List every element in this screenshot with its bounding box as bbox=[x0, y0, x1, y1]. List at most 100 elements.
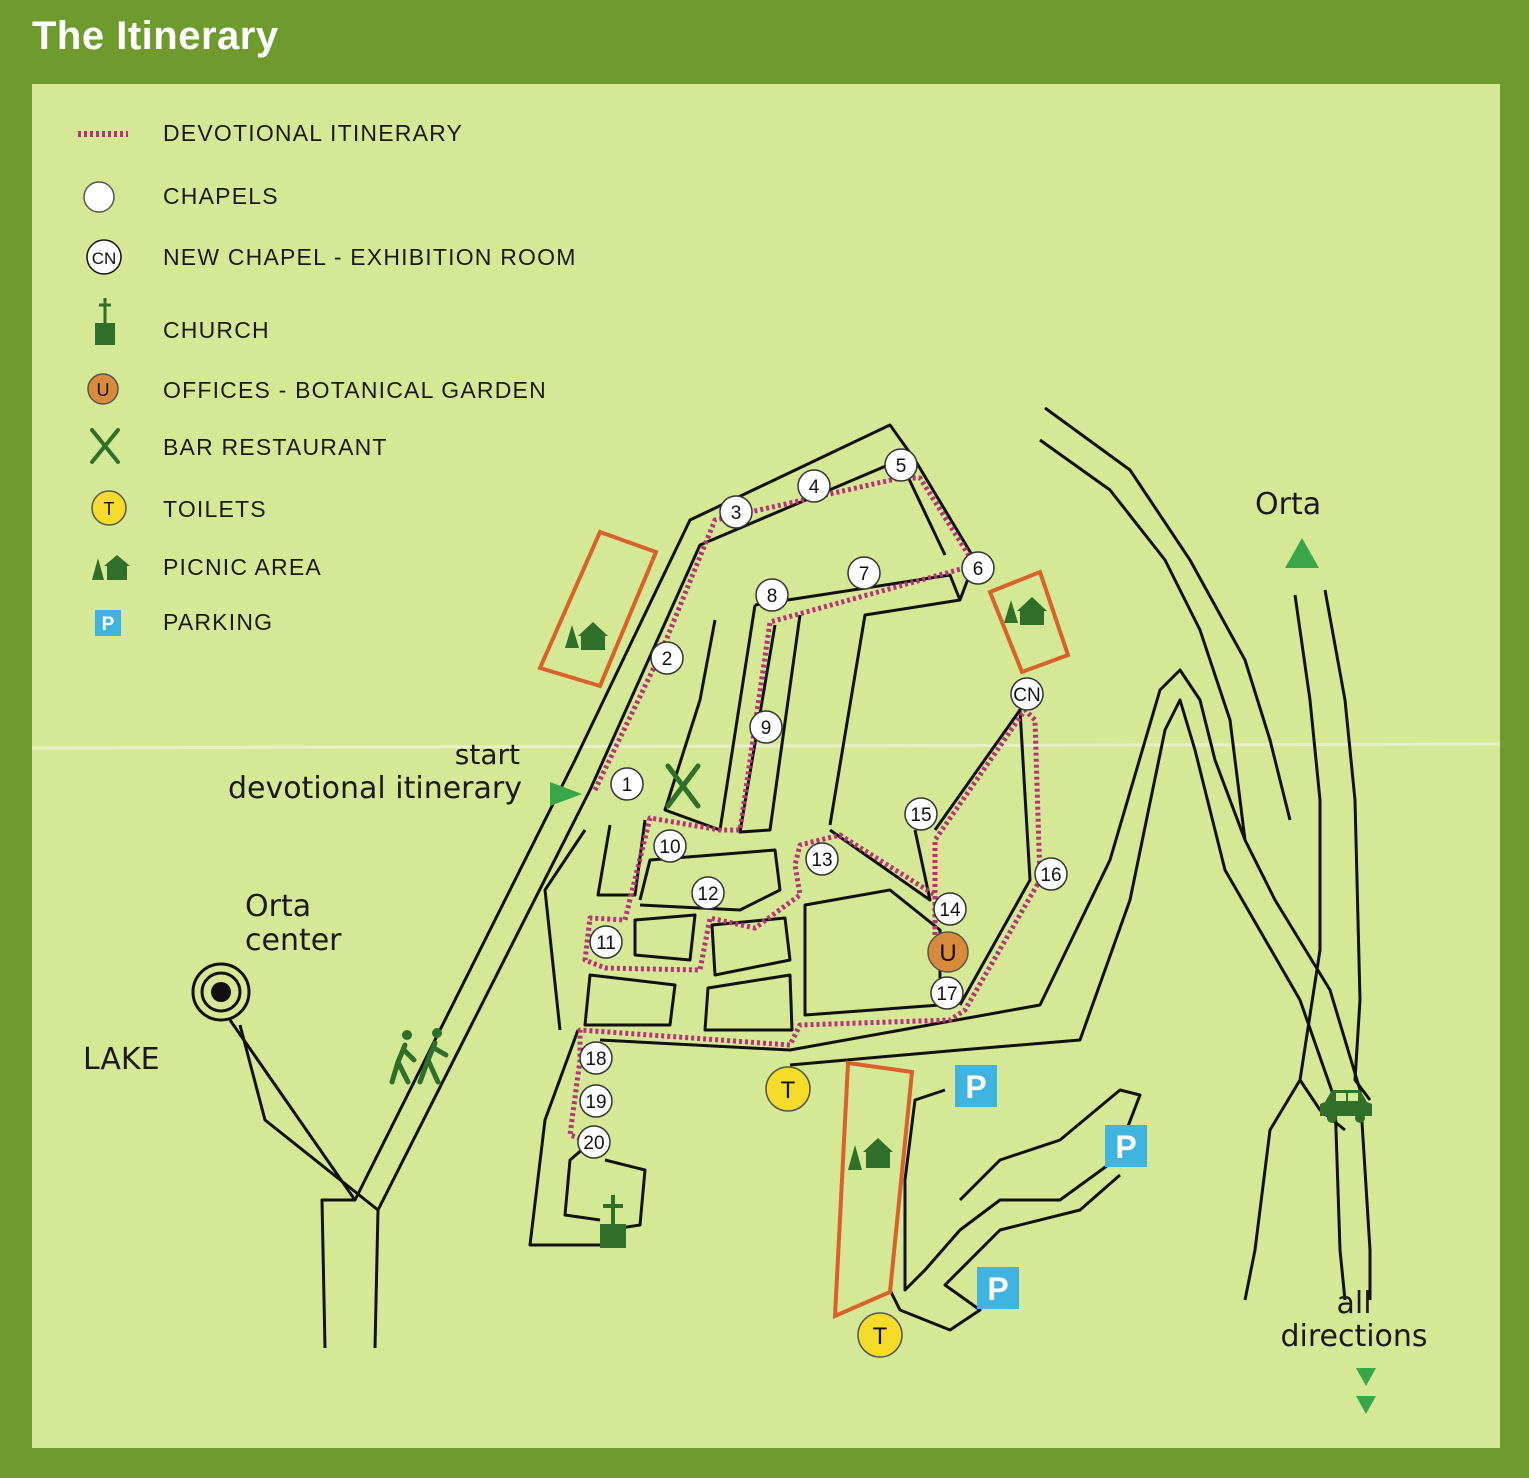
chapel-12[interactable]: 12 bbox=[691, 876, 725, 910]
picnic-area-west bbox=[537, 529, 659, 689]
all-directions-label-line1: all bbox=[1336, 1286, 1371, 1321]
svg-text:4: 4 bbox=[809, 477, 820, 498]
roads bbox=[228, 406, 1372, 1349]
offices-legend-code: U bbox=[97, 380, 110, 400]
chapel-3[interactable]: 3 bbox=[719, 495, 753, 529]
chapel-13[interactable]: 13 bbox=[805, 842, 839, 876]
legend-devotional-itinerary: DEVOTIONAL ITINERARY bbox=[163, 120, 463, 146]
all-directions-arrow-icon-1 bbox=[1356, 1368, 1376, 1386]
chapel-17[interactable]: 17 bbox=[930, 976, 964, 1010]
svg-text:P: P bbox=[987, 1271, 1008, 1307]
road-outer-west bbox=[320, 423, 977, 1349]
offices-legend-icon bbox=[87, 373, 119, 405]
hikers-icon bbox=[389, 1028, 449, 1085]
toilets-marker-north[interactable]: T bbox=[765, 1066, 811, 1112]
parking-legend-code: P bbox=[102, 614, 115, 635]
chapel-15[interactable]: 15 bbox=[904, 797, 938, 831]
road-all-a bbox=[1243, 1079, 1302, 1301]
svg-text:P: P bbox=[1115, 1129, 1136, 1165]
chapel-5[interactable]: 5 bbox=[884, 448, 918, 482]
block-12 bbox=[710, 916, 792, 977]
map-labels: start devotional itinerary Orta center L… bbox=[83, 487, 1428, 1354]
legend-offices: OFFICES - BOTANICAL GARDEN bbox=[163, 377, 547, 403]
lake-label: LAKE bbox=[83, 1042, 160, 1077]
church-marker[interactable] bbox=[600, 1195, 626, 1248]
svg-text:13: 13 bbox=[811, 850, 832, 871]
chapel-19[interactable]: 19 bbox=[579, 1084, 613, 1118]
picnic-area-east bbox=[987, 569, 1071, 675]
start-arrow-icon bbox=[550, 782, 582, 806]
chapel-16[interactable]: 16 bbox=[1034, 857, 1068, 891]
bar-restaurant-marker[interactable] bbox=[665, 763, 701, 809]
bar-restaurant-legend-icon bbox=[90, 428, 120, 464]
toilets-marker-south[interactable]: T bbox=[857, 1312, 903, 1358]
facilities: U T T P P P bbox=[191, 538, 1376, 1414]
road-church-c bbox=[604, 1158, 647, 1230]
road-block-b bbox=[663, 604, 757, 832]
lake-marker bbox=[191, 962, 251, 1022]
svg-text:10: 10 bbox=[659, 837, 680, 858]
svg-text:8: 8 bbox=[767, 586, 778, 607]
orta-center-label-line1: Orta bbox=[245, 889, 311, 924]
chapel-2[interactable]: 2 bbox=[650, 641, 684, 675]
svg-text:T: T bbox=[781, 1077, 796, 1104]
new-chapel-cn[interactable]: CN bbox=[1010, 677, 1044, 711]
road-north-a bbox=[1044, 406, 1292, 821]
start-label-line1: start bbox=[455, 738, 520, 771]
chapel-7[interactable]: 7 bbox=[847, 556, 881, 590]
orta-arrow-icon[interactable] bbox=[1285, 538, 1319, 568]
legend-bar-restaurant: BAR RESTAURANT bbox=[163, 434, 388, 460]
all-directions-label-line2: directions bbox=[1280, 1319, 1427, 1354]
svg-text:16: 16 bbox=[1040, 865, 1061, 886]
road-east-a bbox=[599, 668, 1372, 1300]
road-church-a bbox=[528, 1029, 600, 1247]
svg-text:18: 18 bbox=[585, 1049, 606, 1070]
svg-text:11: 11 bbox=[596, 933, 616, 954]
chapel-10[interactable]: 10 bbox=[653, 829, 687, 863]
chapel-18[interactable]: 18 bbox=[579, 1041, 613, 1075]
picnic-icon-east bbox=[1004, 597, 1047, 625]
chapel-6[interactable]: 6 bbox=[961, 551, 995, 585]
new-chapel-legend-icon bbox=[86, 239, 122, 275]
svg-text:9: 9 bbox=[761, 718, 772, 739]
parking-marker-3[interactable]: P bbox=[977, 1267, 1019, 1309]
svg-text:7: 7 bbox=[859, 564, 870, 585]
legend: DEVOTIONAL ITINERARY CHAPELS CN NEW CHAP… bbox=[78, 120, 575, 636]
car-icon bbox=[1320, 1090, 1372, 1123]
chapel-8[interactable]: 8 bbox=[755, 578, 789, 612]
road-orta-a bbox=[1293, 594, 1346, 1132]
offices-marker[interactable]: U bbox=[927, 931, 969, 973]
road-block-a bbox=[754, 573, 962, 826]
road-13-14 bbox=[829, 828, 932, 902]
parking-marker-1[interactable]: P bbox=[955, 1065, 997, 1107]
church-legend-icon bbox=[95, 298, 115, 345]
chapels: 1 2 3 4 5 6 7 8 9 10 11 12 13 14 15 16 1… bbox=[577, 448, 1068, 1159]
fold-line bbox=[31, 742, 1501, 750]
svg-text:CN: CN bbox=[1013, 685, 1040, 706]
legend-toilets: TOILETS bbox=[163, 496, 267, 522]
chapel-11[interactable]: 11 bbox=[589, 925, 623, 959]
legend-parking: PARKING bbox=[163, 609, 273, 635]
parking-legend-icon bbox=[95, 610, 121, 636]
road-central-a bbox=[543, 829, 587, 1031]
all-directions-arrow-icon-2 bbox=[1356, 1396, 1376, 1414]
chapel-legend-icon bbox=[83, 181, 115, 213]
parking-marker-2[interactable]: P bbox=[1105, 1125, 1147, 1167]
new-chapel-legend-code: CN bbox=[92, 249, 117, 268]
picnic-icon-south bbox=[848, 1138, 893, 1170]
svg-text:P: P bbox=[965, 1069, 986, 1105]
chapel-1[interactable]: 1 bbox=[610, 767, 644, 801]
toilets-legend-code: T bbox=[104, 499, 115, 519]
chapel-4[interactable]: 4 bbox=[797, 469, 831, 503]
svg-text:2: 2 bbox=[662, 649, 673, 670]
road-central-b bbox=[596, 819, 647, 897]
chapel-20[interactable]: 20 bbox=[577, 1125, 611, 1159]
svg-text:1: 1 bbox=[622, 775, 633, 796]
orta-label: Orta bbox=[1255, 487, 1321, 522]
chapel-9[interactable]: 9 bbox=[749, 710, 783, 744]
chapel-14[interactable]: 14 bbox=[933, 892, 967, 926]
legend-church: CHURCH bbox=[163, 317, 270, 343]
road-parking-a bbox=[903, 1088, 1142, 1292]
svg-text:17: 17 bbox=[936, 984, 957, 1005]
